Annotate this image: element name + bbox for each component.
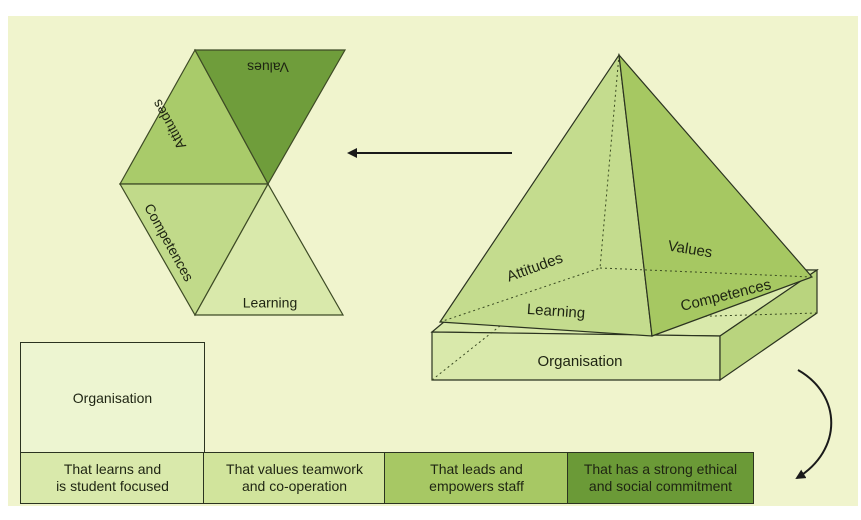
- pyramid-hidden-edge: [599, 267, 813, 278]
- organisation-box: Organisation: [20, 342, 205, 454]
- base-hidden-edge: [431, 321, 506, 381]
- pyramid-face-learning: [438, 53, 653, 337]
- pyramid-label-learning: Learning: [526, 301, 585, 322]
- row-box-ethical: That has a strong ethical and social com…: [567, 452, 754, 504]
- organisation-box-label: Organisation: [72, 389, 153, 406]
- curved-arrow-down: [795, 369, 833, 480]
- pyramid-face-competences: [618, 53, 814, 337]
- base-side-face: [719, 268, 818, 382]
- net-face-learning: [193, 182, 345, 316]
- net-label-learning: Learning: [243, 295, 298, 311]
- pyramid-label-values: Values: [667, 238, 714, 262]
- row-box-teamwork: That values teamwork and co-operation: [203, 452, 386, 504]
- pyramid-hidden-edge: [439, 267, 601, 323]
- row-box-leads-label: That leads and empowers staff: [429, 461, 524, 494]
- pyramid-net: Values Attitudes Competences Learning: [118, 48, 347, 317]
- pyramid-hidden-edge: [599, 54, 620, 269]
- row-box-teamwork-label: That values teamwork and co-operation: [226, 461, 363, 494]
- pyramid-3d: Attitudes Values Learning Competences Or…: [430, 53, 819, 382]
- row-box-leads: That leads and empowers staff: [384, 452, 569, 504]
- row-box-learns-label: That learns and is student focused: [56, 461, 169, 494]
- net-face-values: [193, 49, 347, 186]
- row-box-ethical-label: That has a strong ethical and social com…: [583, 461, 738, 494]
- net-label-values: Values: [247, 59, 289, 75]
- row-box-learns: That learns and is student focused: [20, 452, 205, 504]
- pyramid-label-organisation: Organisation: [537, 353, 622, 370]
